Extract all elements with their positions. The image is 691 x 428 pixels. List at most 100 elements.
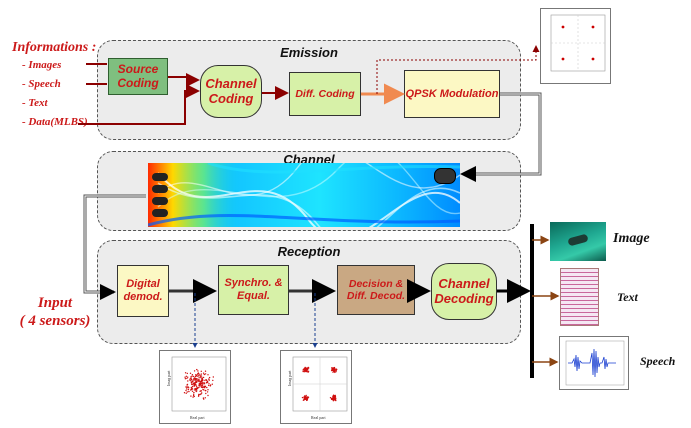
demod-scatter-point (202, 376, 205, 379)
equalized-scatter-point (335, 369, 337, 371)
equalized-scatter-point (332, 395, 334, 397)
demod-scatter-point (190, 382, 193, 384)
demod-scatter-point (197, 395, 200, 397)
demod-scatter-point (206, 386, 208, 389)
image-output-label: Image (613, 231, 650, 246)
equalized-scatter-point (303, 367, 305, 370)
demod-scatter-point (190, 387, 192, 389)
demod-scatter-point (186, 377, 188, 380)
input-line2: ( 4 sensors) (19, 313, 91, 329)
channel-coding-block: Channel Coding (200, 65, 262, 118)
demod-scatter-point (200, 384, 202, 386)
data-line (78, 84, 200, 125)
equalized-scatter-point (332, 397, 335, 399)
demod-scatter-point (199, 376, 201, 378)
demod-scatter-point (186, 386, 188, 389)
demod-scatter-point (194, 382, 196, 384)
qpsk-to-thumb-dotted (376, 45, 540, 94)
demod-scatter-point (190, 376, 192, 378)
equalized-scatter-point (332, 369, 334, 371)
info-item-images: - Images (22, 59, 62, 71)
demod-scatter-point (189, 379, 191, 381)
demod-scatter-point (205, 379, 207, 381)
demod-scatter-point (186, 384, 188, 386)
qpsk-modulation-label: QPSK Modulation (405, 87, 499, 100)
equalized-scatter-point (304, 369, 306, 371)
demod-scatter-point (188, 387, 190, 389)
demod-scatter-point (184, 372, 187, 374)
demod-scatter-point (196, 390, 198, 392)
demod-scatter-point (212, 376, 214, 378)
equalized-scatter-point (305, 370, 307, 372)
info-item-data: - Data(MLBS) (22, 116, 88, 128)
equalized-scatter-point (334, 370, 336, 372)
equalized-scatter-point (301, 396, 304, 399)
demod-scatter-point (208, 376, 211, 379)
demod-scatter-point (185, 389, 187, 392)
informations-title: Informations : (12, 40, 97, 55)
demod-scatter-point (186, 372, 188, 375)
demod-scatter-point (211, 383, 213, 385)
demod-scatter-point (197, 375, 200, 377)
speech-waveform (565, 340, 625, 386)
demod-scatter-point (195, 385, 198, 387)
demod-scatter-point (204, 370, 207, 372)
demod-scatter-point (201, 386, 204, 389)
demod-scatter-point (186, 391, 188, 393)
demod-scatter-point (191, 375, 193, 377)
equalized-scatter-point (306, 397, 308, 399)
equalized-scatter-point (305, 394, 307, 397)
qpsk-point-4 (591, 57, 595, 61)
channel-decoding-block: Channel Decoding (431, 263, 497, 320)
demod-scatter-point (203, 386, 206, 388)
synchro-equal-label: Synchro. & Equal. (224, 277, 283, 302)
demod-scatter-point (208, 378, 210, 380)
equalized-scatter-point (304, 396, 307, 399)
demod-scatter-point (202, 397, 205, 399)
channel-decoding-label: Channel Decoding (434, 275, 494, 306)
equalized-scatter-point (304, 366, 306, 369)
demod-scatter-point (199, 393, 201, 396)
equalized-scatter-point (335, 399, 337, 402)
image-output-thumbnail (550, 222, 606, 261)
demod-scatter-point (187, 388, 190, 391)
demod-scatter-point (192, 378, 195, 380)
demod-scatter-point (212, 379, 214, 382)
demod-real-axis-label: Real part (190, 415, 205, 420)
equalized-scatter-point (307, 371, 309, 373)
digital-demod-block: Digital demod. (117, 265, 169, 317)
demod-scatter-point (190, 395, 192, 397)
demod-scatter-point (184, 376, 186, 378)
demod-scatter-point (195, 379, 197, 381)
demod-scatter-point (189, 372, 192, 374)
demod-scatter-point (187, 380, 189, 382)
demod-scatter-point (195, 381, 198, 383)
sensor-2 (152, 185, 168, 193)
speech-output-thumbnail (559, 336, 629, 390)
demod-scatter-point (192, 375, 195, 378)
demod-scatter-point (183, 392, 186, 394)
synchro-equal-block: Synchro. & Equal. (218, 265, 289, 315)
channel-to-reception (83, 194, 146, 294)
demod-scatter-point (207, 394, 209, 397)
demod-scatter-point (190, 380, 192, 382)
demod-scatter-point (207, 381, 209, 383)
demod-scatter-point (185, 392, 187, 394)
source-to-channel-coding (168, 73, 200, 87)
demod-scatter-point (200, 375, 203, 377)
demod-scatter-point (206, 391, 209, 393)
demod-scatter-point (207, 374, 209, 376)
demod-scatter-point (200, 373, 202, 375)
qpsk-to-channel (466, 92, 542, 176)
demod-scatter-point (192, 379, 194, 381)
demod-scatter-point (193, 391, 195, 394)
demod-scatter-point (204, 397, 206, 399)
diff-coding-label: Diff. Coding (295, 87, 355, 100)
demod-scatter-point (192, 380, 194, 383)
equalized-scatter-point (333, 398, 335, 401)
equalized-scatter-point (334, 395, 336, 397)
demod-scatter-point (197, 373, 199, 375)
demod-scatter-point (194, 375, 197, 378)
demod-scatter-point (201, 381, 203, 383)
